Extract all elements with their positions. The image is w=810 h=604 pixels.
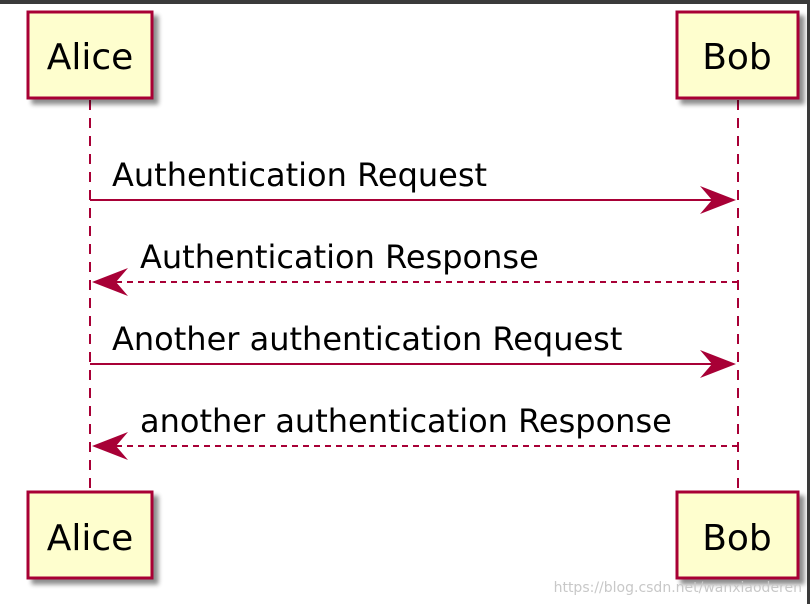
watermark-url: https://blog.csdn.net/wanxiaoderen [553, 580, 802, 596]
message-4-label: another authentication Response [140, 402, 672, 440]
message-3-label: Another authentication Request [112, 320, 622, 358]
message-1-arrowhead [700, 186, 736, 214]
participant-alice-top: Alice [26, 10, 154, 100]
participant-bob-bottom-label: Bob [702, 518, 772, 559]
message-2-arrowhead [92, 268, 128, 296]
participant-bob-top: Bob [675, 10, 800, 100]
participant-alice-top-label: Alice [47, 37, 134, 78]
window-frame-right [807, 0, 810, 604]
message-3: Another authentication Request [90, 320, 736, 378]
message-3-arrowhead [700, 350, 736, 378]
participant-bob-top-label: Bob [702, 37, 772, 78]
message-2-label: Authentication Response [140, 238, 539, 276]
participant-alice-bottom-label: Alice [47, 518, 134, 559]
message-4: another authentication Response [92, 402, 738, 460]
message-4-arrowhead [92, 432, 128, 460]
message-1-label: Authentication Request [112, 156, 487, 194]
message-1: Authentication Request [90, 156, 736, 214]
participant-alice-bottom: Alice [26, 490, 154, 580]
message-2: Authentication Response [92, 238, 738, 296]
window-frame-top [0, 0, 810, 4]
participant-bob-bottom: Bob [675, 490, 800, 580]
